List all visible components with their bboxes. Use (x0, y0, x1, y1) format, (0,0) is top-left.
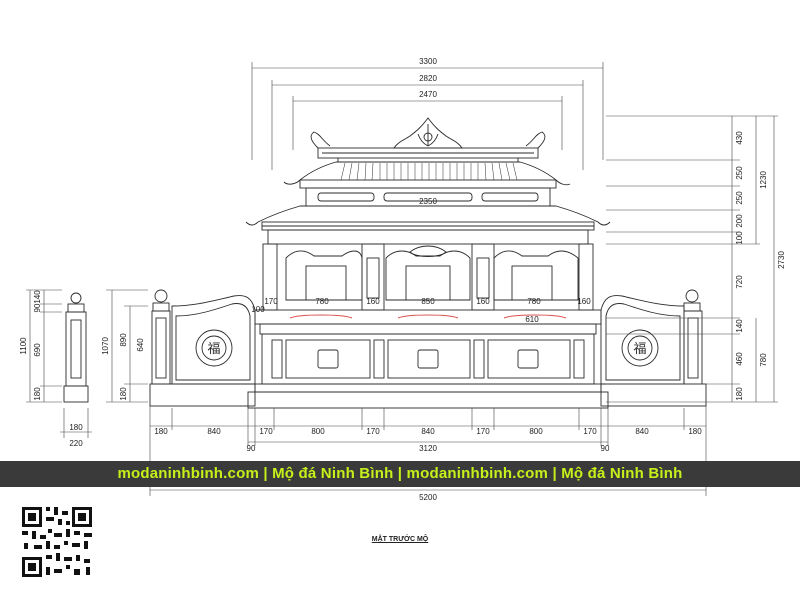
dim-panel-160-a: 160 (366, 297, 380, 306)
ornament-glyph-right: 福 (633, 342, 646, 357)
right-dimension-labels: 430 250 250 200 100 720 140 460 180 1230… (735, 131, 786, 401)
dim-bottom-840-c: 840 (635, 427, 649, 436)
dim-panel-170: 170 (264, 297, 278, 306)
dim-bottom-170-c: 170 (476, 427, 490, 436)
dim-bottom-170-d: 170 (583, 427, 597, 436)
dim-top-3300: 3300 (419, 57, 437, 66)
dim-postbase-220: 220 (69, 439, 83, 448)
dim-left-1100: 1100 (19, 337, 28, 355)
dim-left-690: 690 (33, 343, 42, 357)
top-dimension-lines (251, 62, 604, 170)
dim-right-140: 140 (735, 319, 744, 333)
left-dimension-lines (26, 289, 148, 438)
dim-left-90: 90 (33, 303, 42, 312)
dim-right-250-a: 250 (735, 166, 744, 180)
dim-bottom-840-a: 840 (207, 427, 221, 436)
dim-bottom-3120: 3120 (419, 444, 437, 453)
dim-top-2470: 2470 (419, 90, 437, 99)
dim-panel-610: 610 (525, 315, 539, 324)
dim-panel-160-c: 160 (577, 297, 591, 306)
watermark-banner-text: modaninhbinh.com | Mộ đá Ninh Bình | mod… (117, 465, 683, 482)
dim-bottom-180-left: 180 (154, 427, 168, 436)
dim-bottom-5200: 5200 (419, 493, 437, 502)
dim-right-250-b: 250 (735, 191, 744, 205)
dim-right-2730: 2730 (777, 251, 786, 269)
dim-leftwall-640: 640 (136, 338, 145, 352)
right-dimension-lines (606, 115, 778, 403)
dim-bottom-170-a: 170 (259, 427, 273, 436)
dim-bottom-800-a: 800 (311, 427, 325, 436)
dim-right-100: 100 (735, 231, 744, 245)
dim-right-780: 780 (759, 353, 768, 367)
watermark-banner (0, 461, 800, 487)
dim-left-140: 140 (33, 290, 42, 304)
drawing-caption: MẶT TRƯỚC MỘ (371, 536, 429, 543)
panel-dimension-labels: 170 780 160 850 160 780 160 610 (264, 297, 591, 324)
dim-top-2820: 2820 (419, 74, 437, 83)
dim-bottom-90-left: 90 (247, 444, 256, 453)
dim-leftwall-890: 890 (119, 333, 128, 347)
dim-roof-2350: 2350 (419, 197, 437, 206)
tomb-roof (245, 117, 611, 245)
dim-bottom-840-b: 840 (421, 427, 435, 436)
dim-right-430: 430 (735, 131, 744, 145)
bottom-dimension-lines (149, 406, 707, 496)
dim-right-460: 460 (735, 352, 744, 366)
red-seat-outlines (289, 314, 567, 319)
dim-leftwall-1070: 1070 (101, 337, 110, 355)
dim-bottom-90-right: 90 (601, 444, 610, 453)
ornament-glyph-left: 福 (207, 342, 220, 357)
tomb-body (247, 243, 609, 409)
dim-left-180: 180 (33, 387, 42, 401)
dim-panel-160-b: 160 (476, 297, 490, 306)
dim-leftwall-180: 180 (119, 387, 128, 401)
dim-right-1230: 1230 (759, 171, 768, 189)
dim-right-180: 180 (735, 387, 744, 401)
side-walls (149, 295, 707, 407)
dim-panel-850: 850 (421, 297, 435, 306)
dim-right-200: 200 (735, 214, 744, 228)
dim-right-720: 720 (735, 275, 744, 289)
dim-bottom-170-b: 170 (366, 427, 380, 436)
bottom-dimension-labels: 180 840 170 800 170 840 170 800 170 840 … (154, 427, 702, 502)
dim-bottom-800-b: 800 (529, 427, 543, 436)
dim-bottom-180-right: 180 (688, 427, 702, 436)
qr-code (20, 505, 94, 579)
dim-side-100: 100 (251, 305, 265, 314)
dim-postbase-180: 180 (69, 423, 83, 432)
dim-panel-780-right: 780 (527, 297, 541, 306)
dim-panel-780-left: 780 (315, 297, 329, 306)
